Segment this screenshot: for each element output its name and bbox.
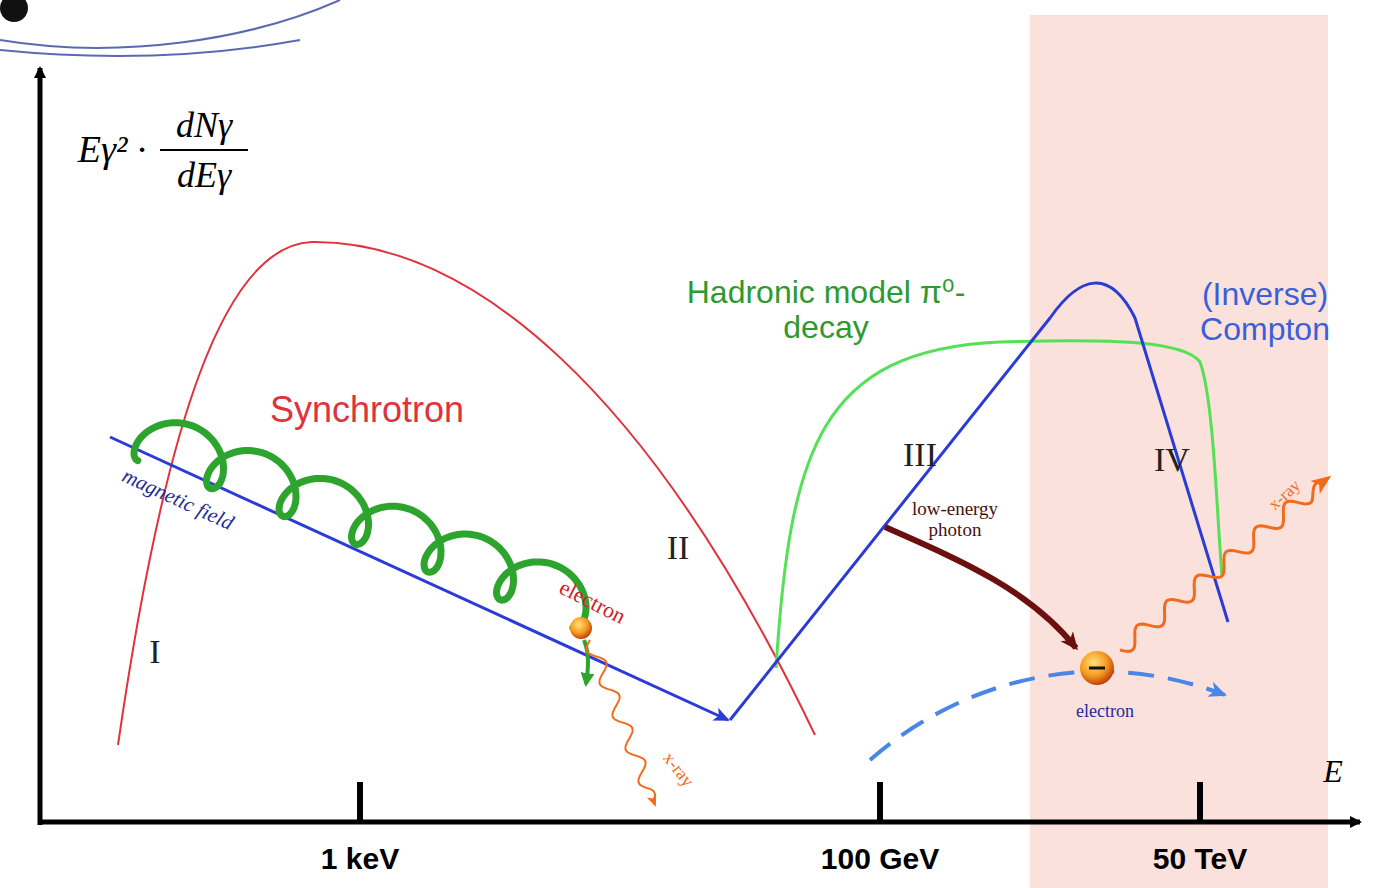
electron-path	[870, 672, 1225, 760]
xray-wave	[1120, 478, 1328, 651]
illustration-label: low-energy photon	[895, 499, 1015, 541]
tick	[1197, 782, 1203, 822]
curve-label: Synchrotron	[270, 390, 464, 430]
highlight-band	[1030, 15, 1328, 888]
axis-label: dEγ	[177, 156, 231, 196]
tick	[877, 782, 883, 822]
electron-ball	[570, 617, 592, 639]
y-axis	[38, 68, 43, 825]
region-number: IV	[1154, 441, 1190, 478]
region-number: II	[667, 529, 690, 566]
illustration-label: electron	[1076, 702, 1134, 722]
hadronic-curve	[776, 341, 1222, 668]
axis-label: Eγ² ·	[78, 129, 147, 171]
compton-curve	[730, 283, 1228, 720]
x-axis	[38, 820, 1360, 825]
magnetic-field-line	[110, 437, 728, 720]
illustration-label: x-ray	[658, 749, 697, 791]
axis-label: dNγ	[176, 106, 232, 146]
photon-arrow	[885, 527, 1076, 648]
decor-arc	[0, 40, 300, 56]
axis-name: E	[1323, 754, 1343, 789]
synchrotron-curve	[118, 242, 815, 745]
region-number: III	[903, 436, 937, 473]
tick-label: 1 keV	[321, 842, 399, 875]
tick-label: 100 GeV	[821, 842, 939, 875]
fraction-bar	[160, 149, 248, 151]
region-number: I	[149, 633, 160, 670]
curve-label: Hadronic model π⁰-decay	[661, 275, 991, 345]
curve-label: (Inverse) Compton	[1195, 277, 1335, 347]
tick-label: 50 TeV	[1153, 842, 1248, 875]
decor-dot	[0, 0, 28, 22]
minus-sign	[1089, 667, 1105, 670]
decor-arc	[0, 0, 340, 48]
electron-helix	[134, 423, 586, 628]
xray-wave	[586, 640, 655, 805]
electron-ball	[1080, 651, 1114, 685]
tick	[357, 782, 363, 822]
illustration-label: electron	[555, 575, 629, 629]
